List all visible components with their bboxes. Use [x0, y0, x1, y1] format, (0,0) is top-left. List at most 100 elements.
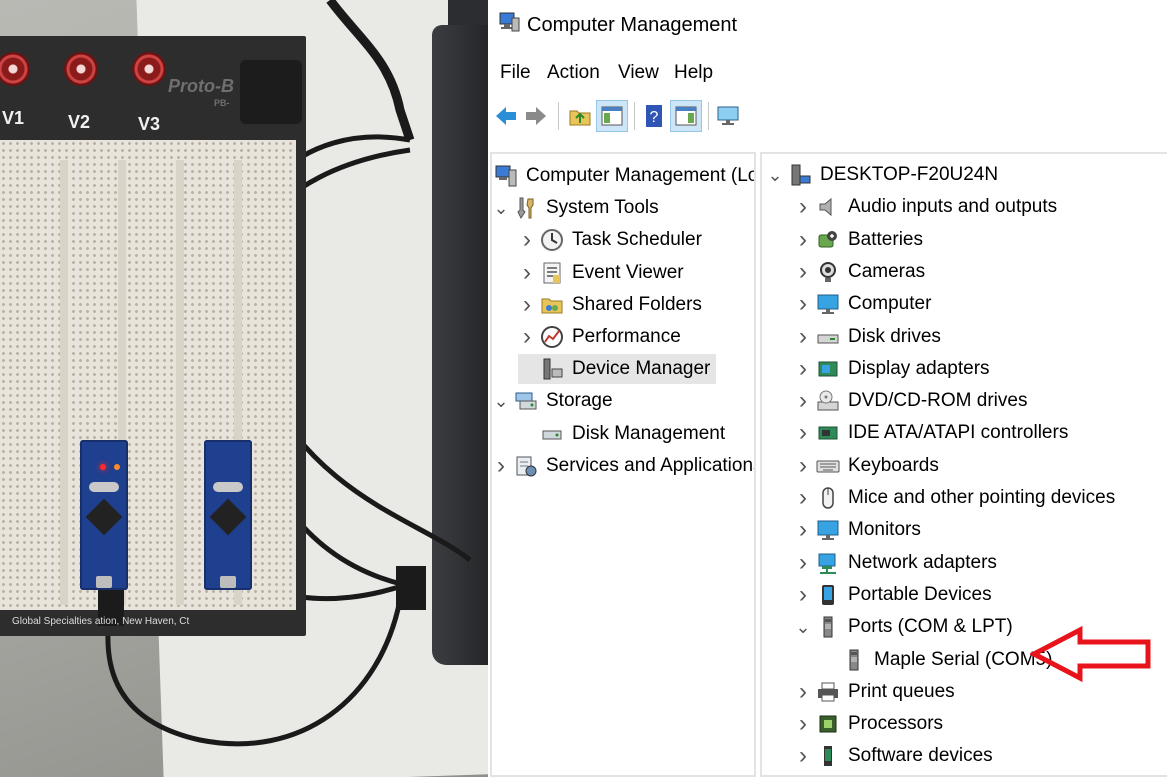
- chevron-right-icon[interactable]: ›: [523, 290, 531, 318]
- keyboard-icon: [816, 460, 840, 473]
- tree-node-label: Storage: [546, 390, 613, 412]
- portable-device-icon: [822, 584, 834, 605]
- board-model: PB-: [214, 98, 230, 108]
- forward-button[interactable]: [520, 100, 552, 132]
- chevron-right-icon[interactable]: ›: [799, 580, 807, 608]
- connect-computer-button[interactable]: [712, 100, 744, 132]
- device-node-desktop-f20u24n[interactable]: ⌄ DESKTOP-F20U24N: [766, 160, 998, 190]
- chevron-right-icon[interactable]: ›: [799, 451, 807, 479]
- up-one-level-button[interactable]: [564, 100, 596, 132]
- chevron-right-icon[interactable]: ›: [799, 387, 807, 415]
- svg-text:?: ?: [650, 109, 659, 126]
- display-adapter-icon: [818, 361, 838, 377]
- device-node-audio-inputs-and-outputs[interactable]: ›Audio inputs and outputs: [794, 192, 1057, 222]
- chevron-right-icon[interactable]: ›: [799, 419, 807, 447]
- device-node-monitors[interactable]: › Monitors: [794, 515, 921, 545]
- chevron-right-icon[interactable]: ›: [799, 257, 807, 285]
- no-chevron: [518, 425, 536, 443]
- toolbar-separator: [708, 102, 709, 130]
- chevron-down-icon[interactable]: ⌄: [767, 164, 783, 185]
- menu-help[interactable]: Help: [674, 62, 714, 83]
- device-node-label: Cameras: [848, 260, 926, 282]
- tree-node-services-and-applications[interactable]: ›Services and Applications: [492, 451, 754, 481]
- help-button[interactable]: ?: [638, 100, 670, 132]
- chevron-right-icon[interactable]: ›: [799, 484, 807, 511]
- show-hide-action-pane-button[interactable]: [670, 100, 702, 132]
- back-icon: [496, 107, 516, 125]
- chevron-right-icon[interactable]: ›: [799, 742, 807, 770]
- device-node-display-adapters[interactable]: ›Display adapters: [794, 354, 990, 384]
- microcontroller-board: [204, 440, 252, 590]
- device-node-label: Print queues: [848, 680, 955, 702]
- port-icon: [849, 649, 859, 670]
- device-node-label: Maple Serial (COM5): [874, 648, 1053, 670]
- device-node-disk-drives[interactable]: ›Disk drives: [794, 322, 941, 352]
- chevron-down-icon[interactable]: ⌄: [795, 616, 811, 637]
- tree-node-performance[interactable]: ›Performance: [518, 322, 681, 352]
- tree-node-label: System Tools: [546, 197, 659, 219]
- chevron-right-icon[interactable]: ›: [799, 677, 807, 705]
- chevron-right-icon[interactable]: ›: [799, 516, 807, 544]
- device-node-cameras[interactable]: › Cameras: [794, 257, 925, 287]
- device-node-batteries[interactable]: ›Batteries: [794, 225, 923, 255]
- device-node-ports-com-lpt[interactable]: ⌄Ports (COM & LPT): [794, 612, 1013, 642]
- battery-icon: [818, 230, 837, 248]
- binding-post: [64, 52, 98, 86]
- device-node-label: Monitors: [848, 519, 921, 541]
- device-node-portable-devices[interactable]: ›Portable Devices: [794, 580, 992, 610]
- device-node-mice-and-other-pointing-devices[interactable]: ›Mice and other pointing devices: [794, 483, 1115, 513]
- menu-action[interactable]: Action: [547, 62, 600, 83]
- disk-management-icon: [542, 430, 562, 440]
- device-node-label: Processors: [848, 713, 944, 735]
- tree-node-event-viewer[interactable]: ›Event Viewer: [518, 258, 684, 288]
- device-node-processors[interactable]: › Processors: [794, 709, 943, 739]
- chevron-right-icon[interactable]: ›: [799, 548, 807, 576]
- board-brand: Proto-B: [168, 76, 234, 96]
- tree-node-device-manager[interactable]: Device Manager: [518, 354, 717, 385]
- jack-label: V2: [68, 112, 91, 132]
- chevron-down-icon[interactable]: ⌄: [493, 197, 509, 218]
- binding-post: [132, 52, 166, 86]
- device-node-keyboards[interactable]: ›Keyboards: [794, 451, 939, 481]
- device-node-print-queues[interactable]: › Print queues: [794, 677, 955, 707]
- tree-node-label: Disk Management: [572, 422, 726, 444]
- tree-node-label: Shared Folders: [572, 293, 702, 315]
- tree-node-task-scheduler[interactable]: ›Task Scheduler: [518, 225, 702, 255]
- device-node-computer[interactable]: ›Computer: [794, 289, 931, 319]
- tree-node-system-tools[interactable]: ⌄ System Tools: [492, 193, 659, 223]
- device-node-label: Software devices: [848, 745, 993, 767]
- device-node-maple-serial-com5[interactable]: Maple Serial (COM5): [820, 645, 1052, 675]
- device-node-dvd-cd-rom-drives[interactable]: ›DVD/CD-ROM drives: [794, 386, 1027, 416]
- mouse-icon: [822, 487, 834, 509]
- clock-icon: [541, 229, 563, 252]
- tree-node-computer-management-local[interactable]: Computer Management (Local: [492, 161, 754, 191]
- tree-node-shared-folders[interactable]: › Shared Folders: [518, 290, 702, 320]
- action-pane-icon: [675, 106, 697, 126]
- device-node-ide-ata-atapi-controllers[interactable]: ›IDE ATA/ATAPI controllers: [794, 418, 1068, 448]
- chevron-right-icon[interactable]: ›: [523, 226, 531, 254]
- tree-node-disk-management[interactable]: Disk Management: [518, 419, 725, 449]
- usb-plug: [98, 590, 124, 626]
- chevron-right-icon[interactable]: ›: [799, 193, 807, 221]
- show-hide-console-tree-button[interactable]: [596, 100, 628, 132]
- printer-icon: [818, 682, 838, 702]
- chevron-right-icon[interactable]: ›: [497, 451, 505, 479]
- usb-plug: [396, 566, 426, 610]
- chevron-right-icon[interactable]: ›: [523, 323, 531, 350]
- device-node-software-devices[interactable]: › Software devices: [794, 741, 993, 771]
- chevron-right-icon[interactable]: ›: [799, 710, 807, 738]
- chevron-right-icon[interactable]: ›: [799, 322, 807, 350]
- chevron-down-icon[interactable]: ⌄: [493, 390, 509, 411]
- tree-node-storage[interactable]: ⌄ Storage: [492, 386, 613, 416]
- back-button[interactable]: [490, 100, 522, 132]
- chevron-right-icon[interactable]: ›: [799, 225, 807, 253]
- chevron-right-icon[interactable]: ›: [523, 258, 531, 286]
- menu-file[interactable]: File: [500, 62, 531, 83]
- chevron-right-icon[interactable]: ›: [799, 354, 807, 382]
- usb-port: [220, 576, 236, 588]
- menu-view[interactable]: View: [618, 62, 659, 83]
- computer-management-window: Computer Management File Action View Hel…: [488, 0, 1167, 777]
- device-node-label: DESKTOP-F20U24N: [820, 164, 999, 185]
- chevron-right-icon[interactable]: ›: [799, 290, 807, 318]
- device-node-network-adapters[interactable]: ›Network adapters: [794, 548, 997, 578]
